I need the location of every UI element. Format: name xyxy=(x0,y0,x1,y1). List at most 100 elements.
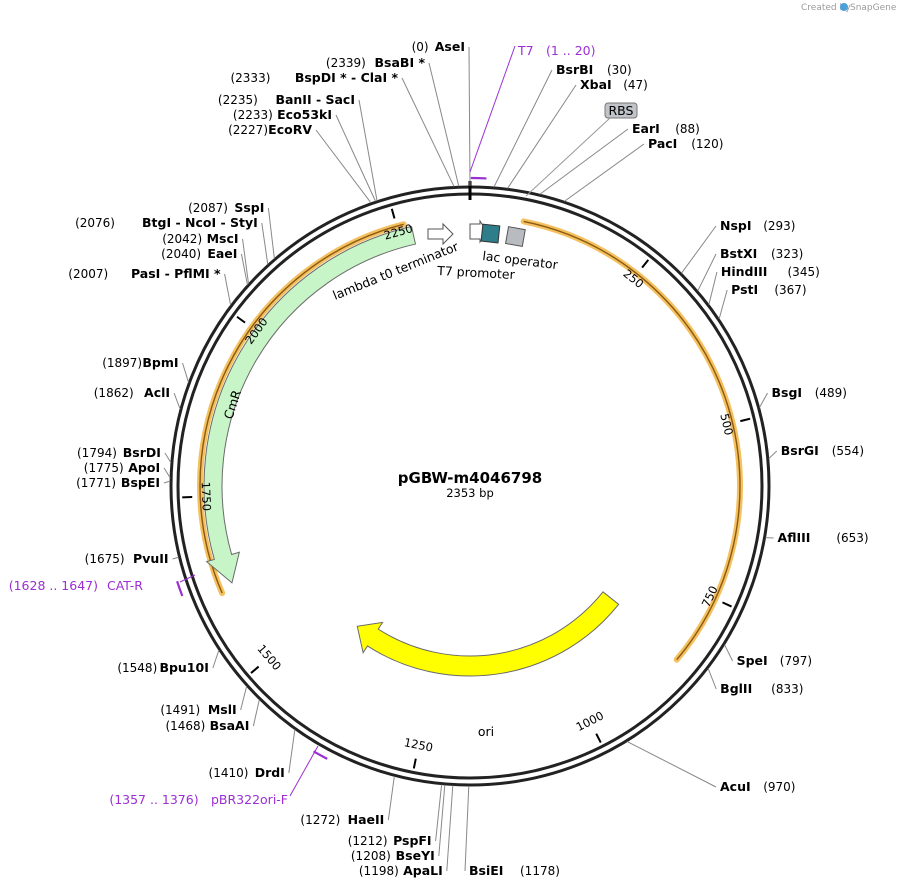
enzyme-name-bsrgi: BsrGI xyxy=(781,443,819,458)
orange-span-left-core xyxy=(199,223,404,594)
enzyme-name-eari: EarI xyxy=(632,121,660,136)
enzyme-name-bsrdi: BsrDI xyxy=(123,445,161,460)
enzyme-pos-pasi-pflmi: (2007) xyxy=(68,267,108,281)
enzyme-leader-bglii xyxy=(707,668,717,690)
enzyme-pos-btgi-ncoi-styi: (2076) xyxy=(75,216,115,230)
enzyme-pos-bsrbi: (30) xyxy=(607,63,632,77)
enzyme-pos-bpmi: (1897) xyxy=(102,356,142,370)
primer-name-cat-r: CAT-R xyxy=(107,578,143,593)
enzyme-name-banii-saci: BanII - SacI xyxy=(275,92,355,107)
tick-label-250: 250 xyxy=(620,266,646,291)
enzyme-leader-ecorv xyxy=(315,129,372,204)
enzyme-pos-xbai: (47) xyxy=(623,78,648,92)
enzyme-leader-haeii xyxy=(387,776,395,821)
enzyme-name-acli: AclI xyxy=(144,385,170,400)
enzyme-leader-acli xyxy=(173,392,181,410)
enzyme-leader-bsrgi xyxy=(768,450,778,459)
enzyme-pos-paci: (120) xyxy=(691,137,723,151)
enzyme-pos-bsrdi: (1794) xyxy=(77,446,117,460)
enzyme-pos-spei: (797) xyxy=(780,654,812,668)
credit-brand: SnapGene xyxy=(850,3,897,13)
enzyme-pos-bspdi-clai: (2333) xyxy=(230,71,270,85)
enzyme-leader-btgi-ncoi-styi xyxy=(261,222,269,265)
tick-label-1000: 1000 xyxy=(574,708,606,734)
enzyme-leader-xbai xyxy=(507,84,577,189)
primer-arc-pbr322ori-f xyxy=(313,750,328,760)
enzyme-leader-msci xyxy=(242,238,250,284)
enzyme-pos-psti: (367) xyxy=(774,283,806,297)
enzyme-pos-afliii: (653) xyxy=(836,531,868,545)
enzyme-pos-sspi: (2087) xyxy=(188,201,228,215)
lac-operator-box xyxy=(504,226,526,248)
tick-label-1500: 1500 xyxy=(254,642,284,673)
enzyme-name-bsgi: BsgI xyxy=(772,385,803,400)
lambda-terminator-glyph xyxy=(427,222,454,246)
snapgene-credit: Created by SnapGene xyxy=(801,3,897,13)
cmr-arrow xyxy=(203,225,417,584)
enzyme-pos-haeii: (1272) xyxy=(300,813,340,827)
enzyme-leader-bpmi xyxy=(182,362,189,383)
enzyme-name-pvuii: PvuII xyxy=(133,551,169,566)
tick-500 xyxy=(740,417,751,423)
enzyme-leader-bsiei xyxy=(464,785,470,872)
enzyme-pos-bsabi: (2339) xyxy=(326,56,366,70)
enzyme-pos-bsaai: (1468) xyxy=(165,719,205,733)
credit-text: Created by xyxy=(801,3,851,13)
tick-label-500: 500 xyxy=(717,412,736,437)
enzyme-pos-asei: (0) xyxy=(412,40,429,54)
tick-2000 xyxy=(236,315,246,324)
enzyme-leader-psti xyxy=(718,289,728,320)
enzyme-leader-bseyi xyxy=(438,784,446,857)
enzyme-pos-bglii: (833) xyxy=(771,682,803,696)
enzyme-leader-sspi xyxy=(267,207,275,259)
rbs-leader xyxy=(525,117,611,197)
primer-leader-pbr322ori-f xyxy=(289,745,319,797)
enzyme-name-bsaai: BsaAI xyxy=(210,718,250,733)
rbs-badge xyxy=(604,102,638,119)
enzyme-pos-nspi: (293) xyxy=(763,219,795,233)
enzyme-pos-drdi: (1410) xyxy=(209,766,249,780)
enzyme-name-msli: MslI xyxy=(208,702,237,717)
tick-250 xyxy=(641,259,650,269)
plasmid-length: 2353 bp xyxy=(446,486,494,500)
enzyme-leader-pspfi xyxy=(435,784,443,842)
enzyme-leader-acui xyxy=(626,741,717,788)
enzyme-pos-hindiii: (345) xyxy=(788,265,820,279)
tick-750 xyxy=(722,601,732,608)
enzyme-leader-eaei xyxy=(240,253,248,285)
enzyme-leader-asei xyxy=(468,46,471,187)
primer-leader-t7 xyxy=(469,45,516,173)
enzyme-pos-pvuii: (1675) xyxy=(85,552,125,566)
enzyme-pos-eco53ki: (2233) xyxy=(233,108,273,122)
enzyme-pos-msci: (2042) xyxy=(162,232,202,246)
enzyme-name-nspi: NspI xyxy=(720,218,752,233)
enzyme-name-eco53ki: Eco53kI xyxy=(277,107,332,122)
enzyme-pos-bstxi: (323) xyxy=(771,247,803,261)
enzyme-name-spei: SpeI xyxy=(737,653,768,668)
primer-range-pbr322ori-f: (1357 .. 1376) xyxy=(109,792,198,807)
tick-label-1750: 1750 xyxy=(199,481,214,511)
enzyme-leader-eco53ki xyxy=(335,114,376,202)
enzyme-leader-hindiii xyxy=(708,271,718,305)
enzyme-name-bseyi: BseYI xyxy=(396,848,435,863)
enzyme-name-bsrbi: BsrBI xyxy=(556,62,593,77)
enzyme-leader-apali xyxy=(446,785,454,872)
enzyme-pos-eaei: (2040) xyxy=(161,247,201,261)
enzyme-leader-bstxi xyxy=(697,253,717,292)
ori-arrow xyxy=(356,591,620,677)
plasmid-title: pGBW-m4046798 2353 bp xyxy=(398,469,542,500)
enzyme-name-bpmi: BpmI xyxy=(142,355,178,370)
enzyme-name-apali: ApaLI xyxy=(403,863,443,878)
enzyme-name-psti: PstI xyxy=(731,282,758,297)
plasmid-name: pGBW-m4046798 xyxy=(398,469,542,487)
enzyme-pos-bpu10i: (1548) xyxy=(117,661,157,675)
enzyme-name-asei: AseI xyxy=(435,39,465,54)
enzyme-pos-bseyi: (1208) xyxy=(351,849,391,863)
enzyme-leader-bpu10i xyxy=(212,649,220,669)
enzyme-leader-bspei xyxy=(163,480,171,484)
enzyme-pos-acui: (970) xyxy=(763,780,795,794)
enzyme-name-btgi-ncoi-styi: BtgI - NcoI - StyI xyxy=(142,215,258,230)
enzyme-name-bsabi: BsaBI * xyxy=(375,55,426,70)
enzyme-name-bpu10i: Bpu10I xyxy=(159,660,208,675)
